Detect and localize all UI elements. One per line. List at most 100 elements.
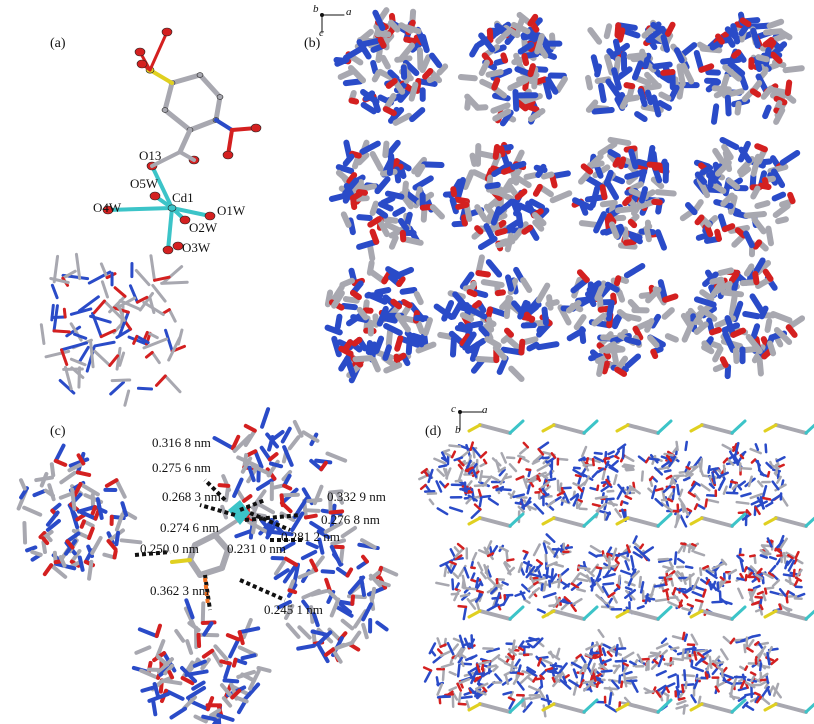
cucurbituril-cage-carbonyl bbox=[754, 143, 768, 153]
cucurbituril-cage-bond bbox=[416, 47, 424, 71]
cucurbituril-c-top-bond bbox=[309, 458, 324, 472]
cucurbituril-cage-d-bond bbox=[767, 564, 777, 575]
atom-label-o1w: O1W bbox=[217, 203, 246, 218]
cucurbituril-cage-d-bond bbox=[466, 597, 477, 610]
cucurbituril-cage-d-carbonyl bbox=[595, 681, 600, 688]
cucurbituril-cage-d-carbonyl bbox=[729, 480, 738, 485]
cucurbituril-cage-d-bond bbox=[435, 676, 440, 687]
cucurbituril-cage-bond bbox=[377, 201, 394, 212]
ligand-d bbox=[626, 609, 660, 621]
cucurbituril-c-bottom-bond bbox=[202, 621, 214, 637]
sulfonate-d bbox=[615, 423, 630, 433]
cucurbituril-cage-bond bbox=[624, 168, 648, 180]
cucurbituril-cage-d-carbonyl bbox=[682, 592, 689, 599]
cucurbituril-cage-bond bbox=[510, 21, 531, 35]
cucurbituril-cage-bond bbox=[408, 81, 419, 102]
cucurbituril-cage-bond bbox=[760, 85, 774, 100]
cucurbituril-cage-d-carbonyl bbox=[486, 552, 495, 558]
ring-bond bbox=[219, 547, 231, 571]
cucurbituril-cage-bond bbox=[628, 148, 639, 170]
cucurbituril-cage-bond bbox=[644, 318, 655, 333]
cucurbituril-cage-carbonyl bbox=[761, 177, 769, 188]
cucurbituril-c-top-bond bbox=[234, 528, 254, 539]
cucurbituril-cage-bond bbox=[709, 276, 725, 285]
cucurbituril-cage-bond bbox=[603, 346, 626, 354]
cucurbituril-c-top-bond bbox=[271, 429, 285, 442]
cucurbituril-cage-d-bond bbox=[639, 581, 645, 594]
cucurbituril-cage-bond bbox=[511, 300, 526, 316]
cucurbituril-cage-d-bond bbox=[624, 465, 634, 471]
cucurbituril-cage-d-carbonyl bbox=[761, 496, 772, 501]
cucurbituril-cage-carbonyl bbox=[377, 36, 387, 49]
cucurbituril-cage-d-carbonyl bbox=[665, 454, 673, 463]
cucurbituril-cage-d-bond bbox=[472, 448, 476, 459]
cucurbituril-cage-d-bond bbox=[747, 475, 753, 488]
cucurbituril-cage-bond bbox=[352, 355, 374, 363]
cucurbituril-cage-bond bbox=[369, 150, 384, 172]
cucurbituril-cage-d-bond bbox=[759, 554, 769, 559]
cucurbituril-cage-d-bond bbox=[765, 501, 774, 508]
cucurbituril-a-bond bbox=[61, 269, 77, 280]
cucurbituril-cage-d-bond bbox=[457, 691, 462, 706]
cucurbituril-cage-bond bbox=[699, 289, 715, 302]
ligand-d bbox=[700, 423, 734, 435]
ligand-d bbox=[774, 516, 808, 528]
cucurbituril-cage-d-carbonyl bbox=[556, 490, 566, 497]
cucurbituril-cage-bond bbox=[712, 345, 724, 363]
cucurbituril-cage-d-carbonyl bbox=[457, 463, 463, 470]
cucurbituril-cage-d-bond bbox=[779, 537, 788, 550]
axes-b-origin bbox=[320, 13, 324, 17]
ligand-d bbox=[552, 423, 586, 435]
cucurbituril-c-bottom-bond bbox=[184, 598, 195, 620]
cucurbituril-a-carbonyl bbox=[62, 307, 67, 319]
cucurbituril-cage-d-bond bbox=[776, 475, 782, 484]
cucurbituril-cage-bond bbox=[673, 47, 685, 64]
cucurbituril-a-carbonyl bbox=[92, 299, 106, 315]
distance-label: 0.362 3 nm bbox=[150, 583, 209, 598]
cucurbituril-c-left-bond bbox=[87, 559, 94, 581]
cucurbituril-cage-bond bbox=[590, 153, 604, 167]
cucurbituril-cage-d-bond bbox=[761, 590, 767, 602]
cucurbituril-cage-d-carbonyl bbox=[665, 590, 670, 601]
cucurbituril-cage-d-bond bbox=[722, 485, 728, 495]
cucurbituril-cage-d-bond bbox=[449, 562, 457, 574]
cucurbituril-c-right-bond bbox=[284, 603, 295, 621]
cucurbituril-a-bond bbox=[73, 332, 88, 340]
cucurbituril-cage-bond bbox=[490, 206, 502, 226]
cucurbituril-cage-d-carbonyl bbox=[607, 591, 616, 598]
cucurbituril-cage-bond bbox=[585, 74, 593, 91]
cucurbituril-cage-d-bond bbox=[716, 582, 720, 593]
cucurbituril-cage-d-bond bbox=[459, 593, 471, 598]
cucurbituril-c-top-bond bbox=[250, 463, 270, 475]
cucurbituril-cage-d-bond bbox=[453, 456, 464, 462]
cucurbituril-cage-d-bond bbox=[757, 480, 764, 488]
cucurbituril-cage-carbonyl bbox=[494, 227, 508, 237]
cucurbituril-cage-d-bond bbox=[588, 551, 598, 558]
cucurbituril-cage-d-bond bbox=[678, 497, 686, 507]
cucurbituril-cage-d-bond bbox=[572, 668, 579, 679]
cucurbituril-cage-d-bond bbox=[503, 560, 511, 568]
cucurbituril-cage-d-bond bbox=[762, 571, 774, 580]
cucurbituril-cage-d-bond bbox=[684, 440, 689, 452]
cucurbituril-cage-carbonyl bbox=[394, 335, 404, 352]
sulfonate-d bbox=[689, 609, 704, 619]
cucurbituril-cage-carbonyl bbox=[503, 327, 514, 338]
cucurbituril-cage-d-carbonyl bbox=[570, 603, 577, 612]
cucurbituril-cage-bond bbox=[720, 289, 745, 298]
distance-label: 0.276 8 nm bbox=[321, 512, 380, 527]
cucurbituril-cage-d-bond bbox=[624, 588, 637, 599]
cucurbituril-cage-d-bond bbox=[720, 598, 728, 605]
cucurbituril-c-left-bond bbox=[19, 478, 27, 491]
cucurbituril-cage-bond bbox=[376, 305, 389, 327]
cucurbituril-cage-d-bond bbox=[526, 675, 535, 683]
cucurbituril-cage-bond bbox=[743, 263, 755, 277]
cucurbituril-c-right-bond bbox=[379, 565, 399, 577]
cucurbituril-cage-bond bbox=[604, 281, 620, 293]
cucurbituril-cage-bond bbox=[535, 163, 547, 179]
cucurbituril-c-top-bond bbox=[306, 497, 323, 503]
cucurbituril-c-right-bond bbox=[305, 541, 319, 550]
cucurbituril-c-bottom-bond bbox=[237, 626, 261, 635]
sulfonate-d bbox=[763, 702, 778, 712]
cucurbituril-cage-d-bond bbox=[537, 441, 550, 451]
cucurbituril-cage-d-bond bbox=[527, 583, 536, 591]
